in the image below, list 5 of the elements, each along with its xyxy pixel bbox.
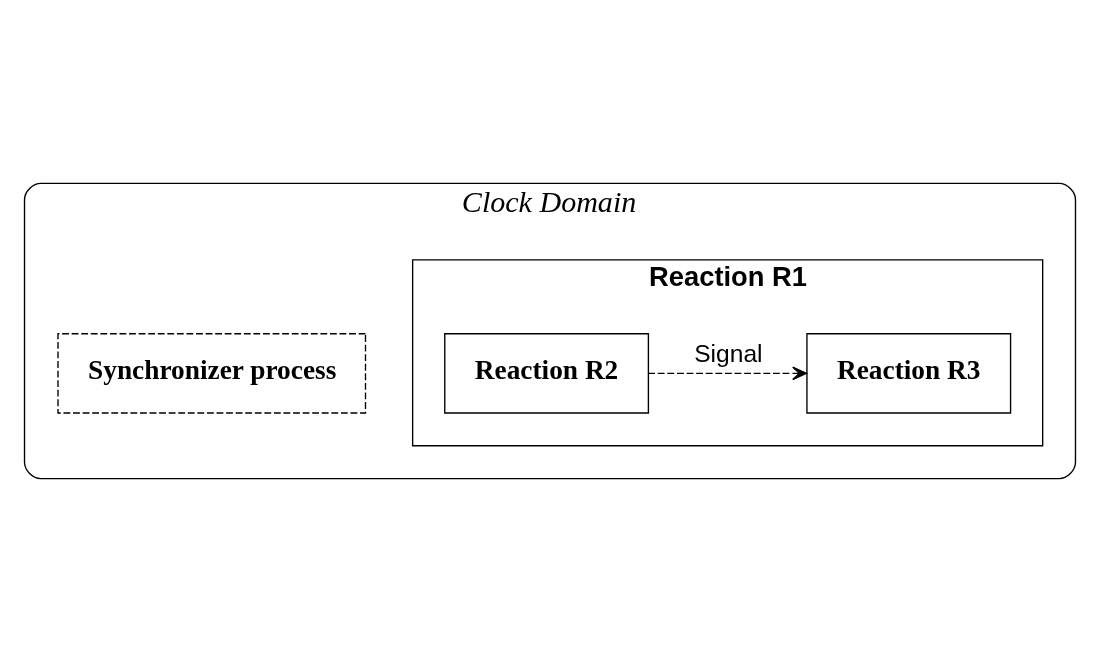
node-box: Reaction R2 xyxy=(444,332,650,414)
node-box: Synchronizer process xyxy=(57,332,367,414)
node-box: Reaction R3 xyxy=(806,332,1012,414)
edge-label: Signal xyxy=(694,339,763,367)
arrow xyxy=(647,366,808,380)
